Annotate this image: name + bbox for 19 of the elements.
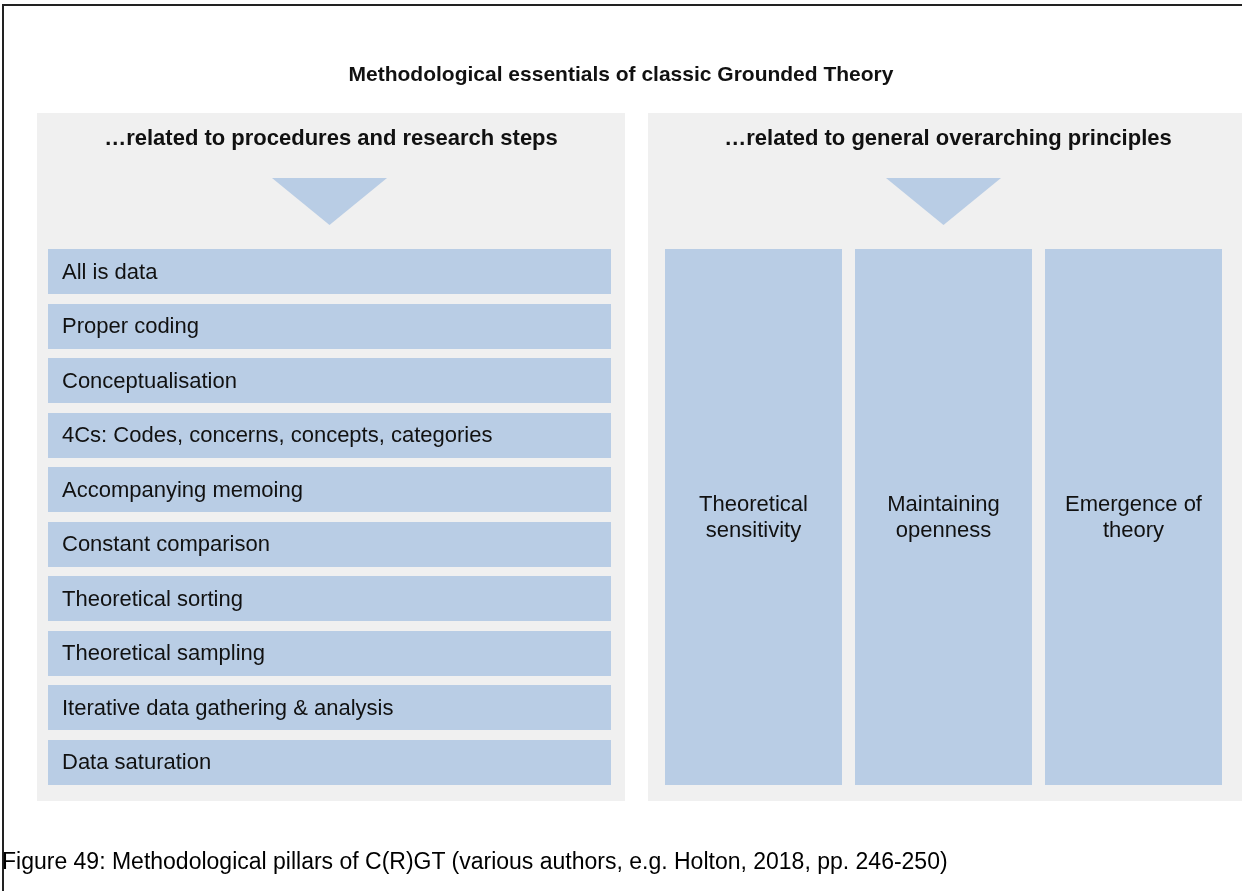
- list-item-bar: Theoretical sorting: [48, 576, 611, 621]
- pillar-column: Theoretical sensitivity: [665, 249, 842, 785]
- list-item-bar: Constant comparison: [48, 521, 611, 567]
- list-item-bar: Conceptualisation: [48, 358, 611, 403]
- diagram-title: Methodological essentials of classic Grounded Theory: [347, 62, 895, 86]
- panel-heading: …related to procedures and research steps: [103, 125, 559, 151]
- list-item-bar: 4Cs: Codes, concerns, concepts, categories: [48, 412, 611, 458]
- pillar-column: Maintaining openness: [855, 249, 1032, 785]
- list-item-bar: All is data: [48, 249, 611, 294]
- list-item-bar: Proper coding: [48, 303, 611, 349]
- panel: [37, 113, 625, 801]
- figure-caption: Figure 49: Methodological pillars of C(R)GT (various authors, e.g. Holton, 2018, pp. 246-250): [1, 848, 949, 875]
- list-item-bar: Iterative data gathering & analysis: [48, 685, 611, 730]
- list-item-bar: Accompanying memoing: [48, 467, 611, 512]
- panel: [648, 113, 1242, 801]
- list-item-bar: Theoretical sampling: [48, 630, 611, 676]
- panel-heading: …related to general overarching principles: [723, 125, 1173, 151]
- pillar-column: Emergence of theory: [1045, 249, 1222, 785]
- list-item-bar: Data saturation: [48, 739, 611, 785]
